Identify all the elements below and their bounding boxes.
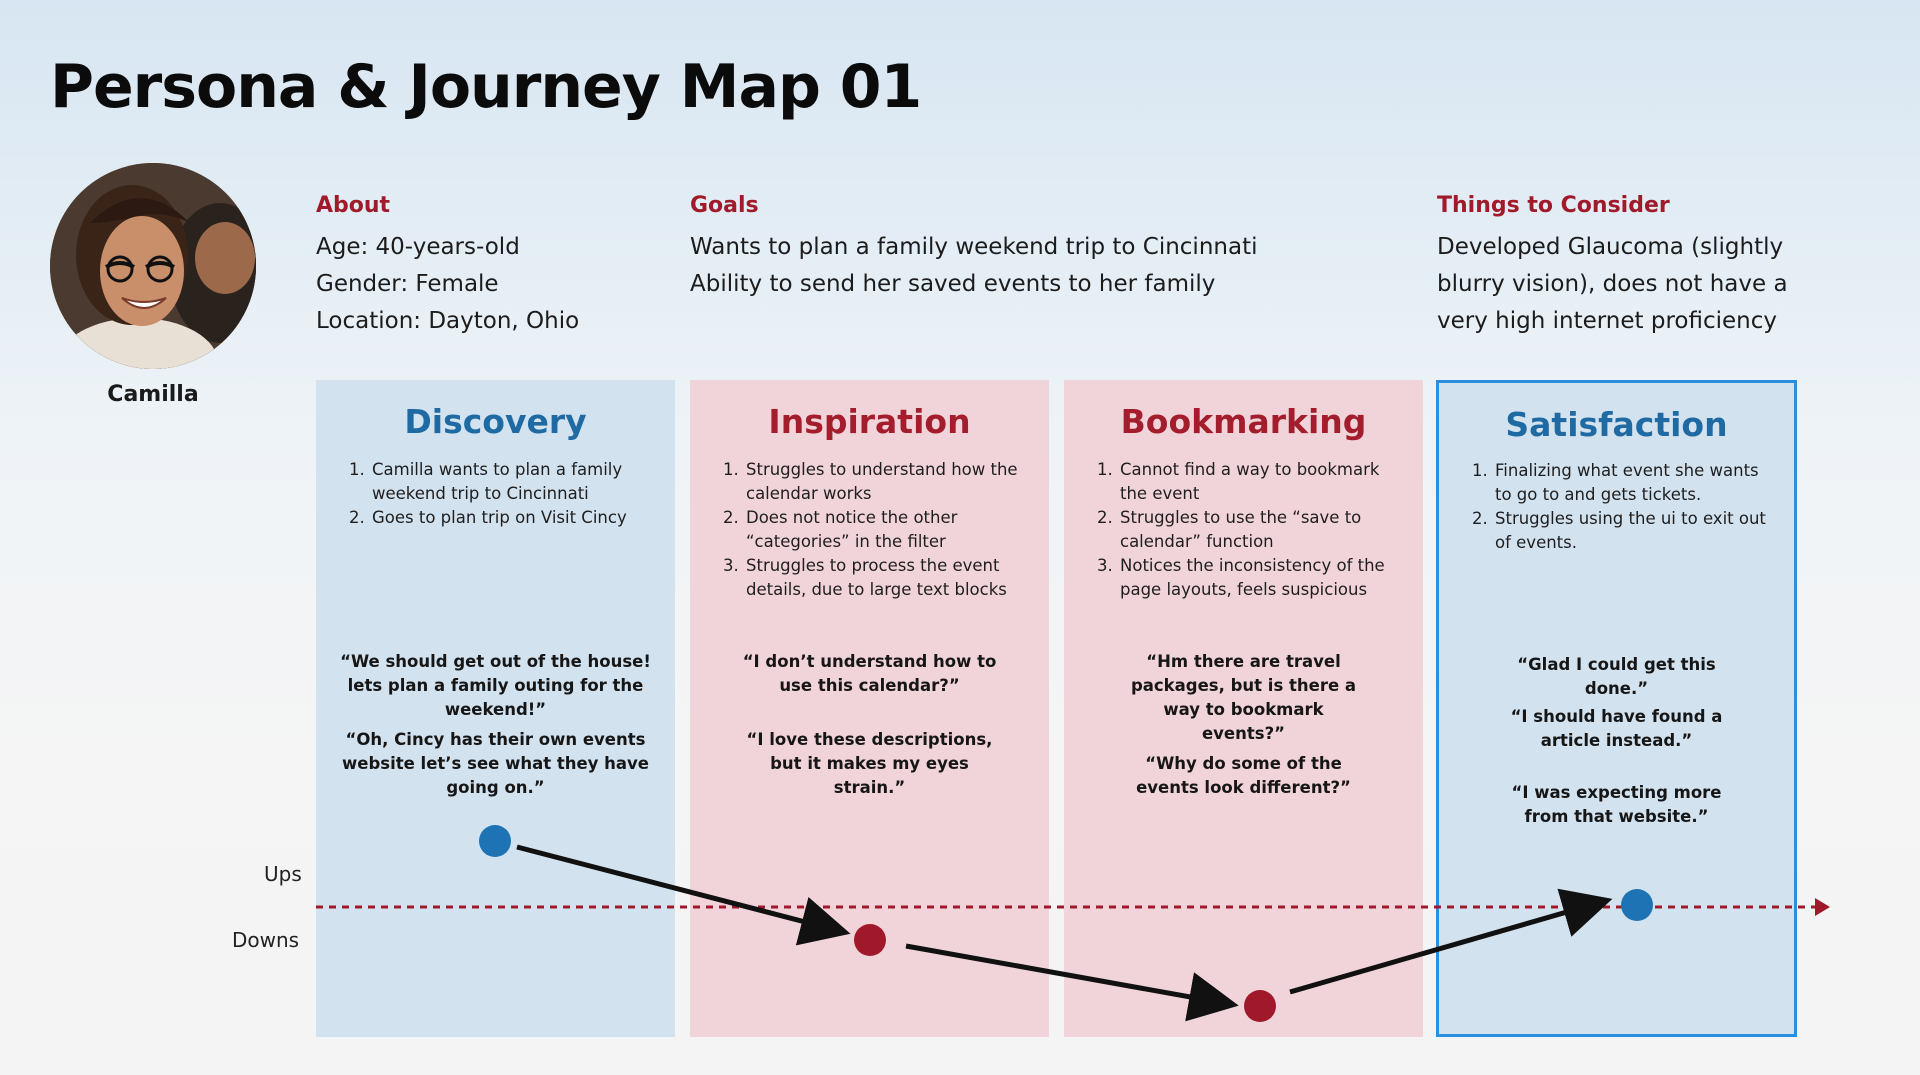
stage-quote: “Hm there are travel packages, but is th… bbox=[1130, 652, 1357, 743]
goals-section: Goals Wants to plan a family weekend tri… bbox=[690, 193, 1257, 303]
stage-inspiration: Inspiration Struggles to understand how … bbox=[690, 380, 1049, 1037]
goal-item: Ability to send her saved events to her … bbox=[690, 271, 1216, 297]
stage-title: Satisfaction bbox=[1505, 405, 1728, 444]
stage-title: Bookmarking bbox=[1120, 402, 1367, 441]
about-location: Location: Dayton, Ohio bbox=[316, 308, 580, 334]
persona-photo bbox=[50, 163, 256, 369]
page-title: Persona & Journey Map 01 bbox=[50, 52, 922, 122]
persona-avatar bbox=[50, 163, 256, 369]
stage-quote: “I should have found a article instead.” bbox=[1510, 707, 1723, 750]
baseline-arrowhead bbox=[1815, 898, 1830, 916]
about-gender: Gender: Female bbox=[316, 271, 499, 297]
stage-item: Finalizing what event she wants to go to… bbox=[1493, 459, 1768, 507]
stage-items: Struggles to understand how the calendar… bbox=[716, 458, 1023, 602]
stage-item: Camilla wants to plan a family weekend t… bbox=[370, 458, 649, 506]
stage-item: Goes to plan trip on Visit Cincy bbox=[370, 506, 649, 530]
stage-items: Finalizing what event she wants to go to… bbox=[1465, 459, 1768, 555]
stage-quote: “I don’t understand how to use this cale… bbox=[742, 652, 997, 695]
goals-heading: Goals bbox=[690, 193, 759, 218]
stage-items: Cannot find a way to bookmark the event … bbox=[1090, 458, 1397, 602]
stage-quote: “Oh, Cincy has their own events website … bbox=[342, 730, 649, 797]
stage-title: Discovery bbox=[404, 402, 587, 441]
about-heading: About bbox=[316, 193, 391, 218]
stage-items: Camilla wants to plan a family weekend t… bbox=[342, 458, 649, 530]
stage-bookmarking: Bookmarking Cannot find a way to bookmar… bbox=[1064, 380, 1423, 1037]
stage-item: Notices the inconsistency of the page la… bbox=[1118, 554, 1397, 602]
stage-item: Struggles to understand how the calendar… bbox=[744, 458, 1023, 506]
stage-satisfaction: Satisfaction Finalizing what event she w… bbox=[1436, 380, 1797, 1037]
stage-quote: “I was expecting more from that website.… bbox=[1511, 783, 1722, 826]
about-section: About Age: 40-years-old Gender: Female L… bbox=[316, 193, 579, 340]
axis-ups-label: Ups bbox=[264, 862, 302, 886]
stage-item: Struggles using the ui to exit out of ev… bbox=[1493, 507, 1768, 555]
stage-item: Struggles to process the event details, … bbox=[744, 554, 1023, 602]
stage-item: Struggles to use the “save to calendar” … bbox=[1118, 506, 1397, 554]
consider-heading: Things to Consider bbox=[1437, 193, 1670, 218]
stage-quote: “I love these descriptions, but it makes… bbox=[746, 730, 993, 797]
consider-line: Developed Glaucoma (slightly bbox=[1437, 234, 1784, 260]
about-age: Age: 40-years-old bbox=[316, 234, 520, 260]
stage-item: Cannot find a way to bookmark the event bbox=[1118, 458, 1397, 506]
persona-name: Camilla bbox=[107, 382, 199, 407]
stage-title: Inspiration bbox=[768, 402, 971, 441]
axis-downs-label: Downs bbox=[232, 928, 300, 952]
stage-quote: “Why do some of the events look differen… bbox=[1136, 754, 1351, 797]
consider-line: blurry vision), does not have a bbox=[1437, 271, 1788, 297]
stage-quote: “We should get out of the house! lets pl… bbox=[340, 652, 651, 719]
stage-discovery: Discovery Camilla wants to plan a family… bbox=[316, 380, 675, 1037]
consider-section: Things to Consider Developed Glaucoma (s… bbox=[1437, 193, 1788, 340]
consider-line: very high internet proficiency bbox=[1437, 308, 1777, 334]
goal-item: Wants to plan a family weekend trip to C… bbox=[690, 234, 1258, 260]
stage-quote: “Glad I could get this done.” bbox=[1517, 655, 1716, 698]
stage-item: Does not notice the other “categories” i… bbox=[744, 506, 1023, 554]
